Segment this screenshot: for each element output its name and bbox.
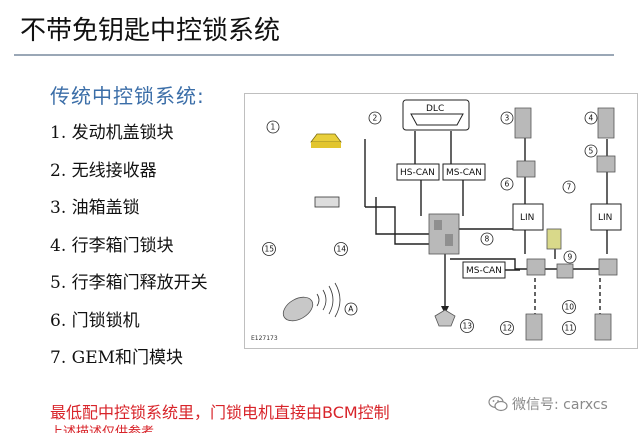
wire-14-to-8 xyxy=(375,197,431,235)
list-item: 4. 行李箱门锁块 xyxy=(50,235,174,256)
callout-7: 7 xyxy=(562,180,576,194)
red-note: 最低配中控锁系统里，门锁电机直接由BCM控制 xyxy=(50,403,390,422)
gem-module-8 xyxy=(428,213,460,255)
svg-text:7: 7 xyxy=(567,183,572,192)
list-item: 1. 发动机盖锁块 xyxy=(50,123,174,143)
hs-can-box xyxy=(396,163,440,181)
receiver-shape xyxy=(314,196,340,208)
door-module-10 xyxy=(556,263,574,279)
callout-5: 5 xyxy=(584,144,598,158)
ms-can-label-mid: MS-CAN xyxy=(466,266,502,276)
fuel-flap-lock-13 xyxy=(434,309,456,327)
key-fob-shape xyxy=(282,296,314,322)
ms-can-box-top xyxy=(442,163,486,181)
callout-14: 14 xyxy=(334,242,348,256)
list-item: 7. GEM和门模块 xyxy=(50,348,184,368)
hs-can-label: HS-CAN xyxy=(400,168,435,178)
list-item: 3. 油箱盖锁 xyxy=(50,198,140,218)
svg-text:3: 3 xyxy=(505,114,510,123)
callout-12: 12 xyxy=(500,321,514,335)
svg-text:13: 13 xyxy=(463,322,473,331)
radio-waves xyxy=(316,282,341,318)
wire-1-to-8 xyxy=(365,206,431,245)
svg-text:A: A xyxy=(348,305,354,314)
callout-15: 15 xyxy=(262,242,276,256)
list-item: 2. 无线接收器 xyxy=(50,160,157,181)
callout-a: A xyxy=(344,302,358,316)
system-diagram: DLC HS-CAN MS-CAN MS-CAN LIN LIN xyxy=(244,93,638,349)
door-module-5 xyxy=(596,155,616,173)
svg-text:12: 12 xyxy=(503,324,513,333)
svg-text:15: 15 xyxy=(265,245,275,254)
callout-11: 11 xyxy=(562,321,576,335)
svg-text:8: 8 xyxy=(485,235,490,244)
callout-9: 9 xyxy=(563,250,577,264)
svg-text:9: 9 xyxy=(568,253,573,262)
svg-text:10: 10 xyxy=(565,303,575,312)
diagram-svg: DLC HS-CAN MS-CAN MS-CAN LIN LIN xyxy=(251,99,622,342)
ms-can-box-mid xyxy=(462,261,506,279)
gem-detail xyxy=(445,234,453,246)
ms-can-label-top: MS-CAN xyxy=(446,168,482,178)
svg-text:14: 14 xyxy=(337,245,347,254)
red-note-cut: 上述描述仅供参考 xyxy=(50,425,155,433)
callout-3: 3 xyxy=(500,111,514,125)
door-lock-3 xyxy=(514,107,532,139)
watermark-text: 微信号: carxcs xyxy=(512,397,608,413)
door-module-9 xyxy=(598,258,618,276)
callout-2: 2 xyxy=(368,111,382,125)
callout-8: 8 xyxy=(480,232,494,246)
list-item: 6. 门锁锁机 xyxy=(50,310,140,331)
door-lock-11 xyxy=(594,313,612,341)
list-item: 5. 行李箱门释放开关 xyxy=(50,273,208,293)
lin-label-right: LIN xyxy=(598,213,612,223)
callout-13: 13 xyxy=(460,319,474,333)
door-module-6 xyxy=(516,160,536,178)
watermark: 微信号: carxcs xyxy=(488,394,608,414)
dlc-connector-shape xyxy=(410,113,464,126)
lin-box-right xyxy=(590,203,622,231)
bonnet-latch-shape xyxy=(310,133,342,143)
callout-4: 4 xyxy=(584,111,598,125)
bonnet-latch-base xyxy=(311,142,341,148)
wechat-icon xyxy=(488,395,508,412)
svg-text:5: 5 xyxy=(589,147,594,156)
svg-text:2: 2 xyxy=(373,114,378,123)
figure-id: E127173 xyxy=(251,335,278,342)
release-switch-7 xyxy=(546,228,562,250)
lin-box-left xyxy=(512,203,544,231)
svg-text:6: 6 xyxy=(505,180,510,189)
callout-1: 1 xyxy=(266,120,280,134)
component-list: 1. 发动机盖锁块 2. 无线接收器 3. 油箱盖锁 4. 行李箱门锁块 5. … xyxy=(50,118,208,381)
callout-10: 10 xyxy=(562,300,576,314)
slide-title: 不带免钥匙中控锁系统 xyxy=(20,16,281,46)
slide-subtitle: 传统中控锁系统: xyxy=(50,84,205,108)
door-module-left-bottom xyxy=(526,258,546,276)
svg-text:1: 1 xyxy=(271,123,276,132)
svg-text:4: 4 xyxy=(589,114,594,123)
door-lock-12 xyxy=(525,313,543,341)
svg-text:11: 11 xyxy=(565,324,575,333)
door-lock-4 xyxy=(597,107,615,139)
lin-label-left: LIN xyxy=(520,213,534,223)
callout-6: 6 xyxy=(500,177,514,191)
title-divider xyxy=(14,54,614,56)
gem-detail xyxy=(434,220,442,230)
dlc-label: DLC xyxy=(426,104,444,114)
